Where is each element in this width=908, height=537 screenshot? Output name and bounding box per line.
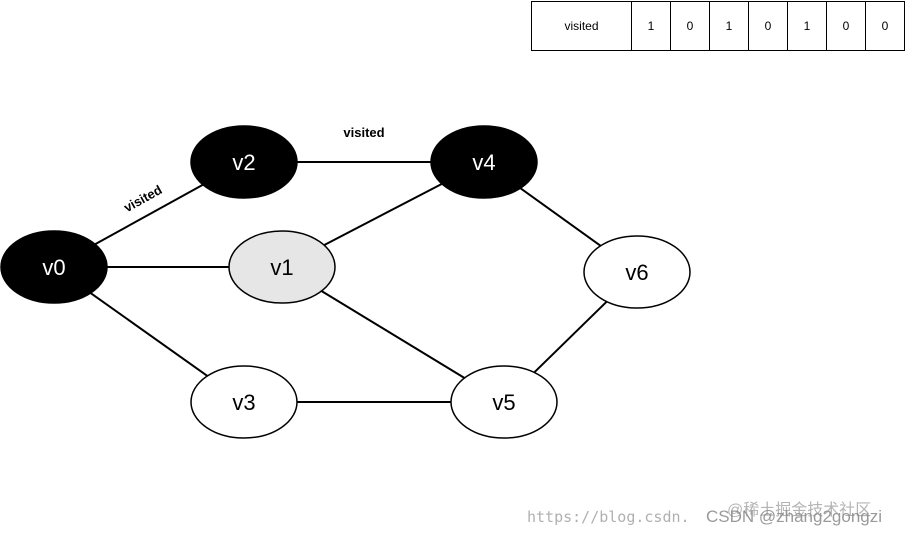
watermark-credit: CSDN @zhang2gongzi — [706, 507, 883, 526]
edge-v1-v5 — [320, 290, 466, 379]
node-v1-shape — [228, 230, 336, 304]
node-v0: v0 — [0, 230, 108, 304]
watermark-url: https://blog.csdn. — [527, 508, 690, 526]
node-v5-shape — [450, 365, 558, 439]
edge-label-v2-v4: visited — [343, 125, 384, 140]
node-v6-label: v6 — [625, 260, 648, 285]
nodes-layer: v0 v1 v2 v3 v4 v5 v6 — [0, 125, 691, 439]
node-v0-shape — [0, 230, 108, 304]
node-v3-shape — [190, 365, 298, 439]
visited-array-cell: 0 — [865, 1, 905, 51]
node-v2-label: v2 — [232, 150, 255, 175]
visited-array-cell: 0 — [826, 1, 866, 51]
edge-v5-v6 — [533, 300, 608, 374]
node-v3: v3 — [190, 365, 298, 439]
node-v0-label: v0 — [42, 255, 65, 280]
edge-v0-v2 — [94, 183, 204, 246]
node-v5: v5 — [450, 365, 558, 439]
visited-array-cell: 0 — [748, 1, 788, 51]
node-v6-shape — [583, 235, 691, 309]
visited-array-row: visited 1 0 1 0 1 0 0 — [531, 1, 905, 51]
node-v5-label: v5 — [492, 390, 515, 415]
node-v1: v1 — [228, 230, 336, 304]
node-v4-label: v4 — [472, 150, 495, 175]
visited-array-header: visited — [531, 1, 632, 51]
node-v1-label: v1 — [270, 255, 293, 280]
node-v6: v6 — [583, 235, 691, 309]
visited-array-cell: 1 — [631, 1, 671, 51]
watermark-site: @稀土掘金技术社区 — [727, 502, 872, 519]
edge-v1-v4 — [323, 182, 443, 247]
edges-layer — [90, 161, 608, 403]
node-v2: v2 — [190, 125, 298, 199]
node-v4: v4 — [430, 125, 538, 199]
visited-array-cell: 1 — [787, 1, 827, 51]
visited-array-cell: 1 — [709, 1, 749, 51]
node-v4-shape — [430, 125, 538, 199]
node-v2-shape — [190, 125, 298, 199]
edge-v0-v3 — [90, 292, 208, 377]
node-v3-label: v3 — [232, 390, 255, 415]
edge-v4-v6 — [519, 187, 602, 247]
visited-array-table: visited 1 0 1 0 1 0 0 — [531, 1, 905, 51]
